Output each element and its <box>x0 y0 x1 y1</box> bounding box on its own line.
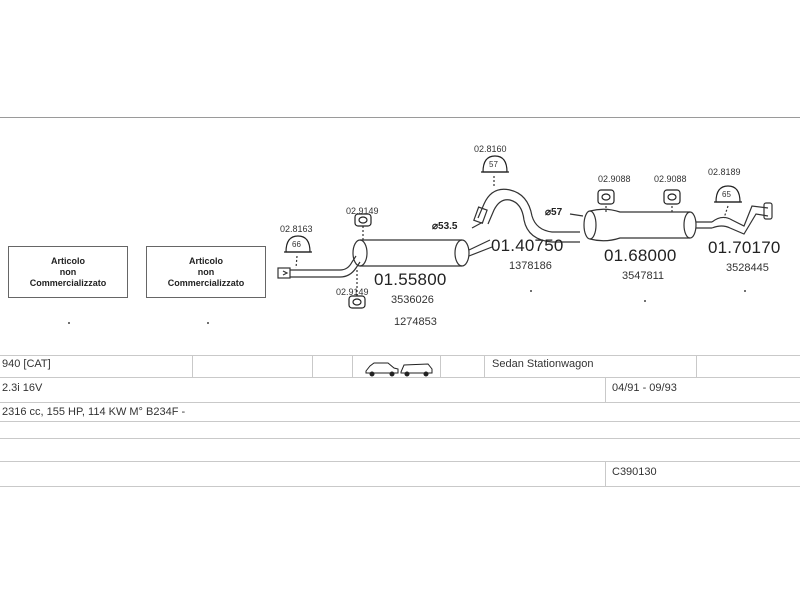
not-available-box-1: Articolo non Commercializzato <box>8 246 128 298</box>
clamp-code-02-9149-bottom[interactable]: 02.9149 <box>336 287 369 297</box>
hanger-icon-2 <box>348 295 366 309</box>
part-ref-1274853: 1274853 <box>394 316 437 328</box>
top-border <box>0 117 800 118</box>
table-divider <box>440 355 441 377</box>
sedan-icon <box>365 362 399 374</box>
part-ref-3547811: 3547811 <box>622 270 665 282</box>
muffler2-outlet <box>696 221 712 229</box>
part-ref-1378186: 1378186 <box>509 260 552 272</box>
clamp-icon-65 <box>714 185 742 203</box>
table-rule <box>0 355 800 356</box>
model-cell: 940 [CAT] <box>2 358 51 370</box>
hanger-icon-1 <box>354 213 372 227</box>
clamp-code-02-8163[interactable]: 02.8163 <box>280 224 313 234</box>
table-divider <box>484 355 485 377</box>
car-icons <box>365 362 433 377</box>
table-rule <box>0 402 800 403</box>
diameter-label-2: ⌀57 <box>545 207 563 218</box>
badge-66: 66 <box>292 240 301 249</box>
table-divider <box>605 377 606 402</box>
body-type-cell: Sedan Stationwagon <box>492 358 594 370</box>
table-rule <box>0 438 800 439</box>
diameter-label-1: ⌀53.5 <box>432 221 458 232</box>
period-cell: 04/91 - 09/93 <box>612 382 677 394</box>
part-ref-3528445: 3528445 <box>726 262 769 274</box>
engine-cell: 2.3i 16V <box>2 382 43 394</box>
badge-57: 57 <box>489 160 498 169</box>
tail-tip <box>763 202 773 220</box>
part-number-01-68000[interactable]: 01.68000 <box>604 246 677 265</box>
dot-marker <box>744 290 746 292</box>
muffler1-outlet <box>468 239 493 257</box>
wagon-icon <box>400 363 433 374</box>
mid-pipe-top <box>477 188 580 233</box>
dot-marker <box>644 300 646 302</box>
table-divider <box>192 355 193 377</box>
box-1-line3: Commercializzato <box>29 277 107 288</box>
muffler1-end <box>454 239 470 267</box>
spec-cell: 2316 cc, 155 HP, 114 KW M° B234F - <box>2 406 186 418</box>
box-2-line1: Articolo <box>188 255 223 266</box>
box-1-line2: non <box>59 266 77 277</box>
dot-marker <box>68 322 70 324</box>
code-cell: C390130 <box>612 466 657 478</box>
mid-pipe-bottom <box>487 199 580 243</box>
clamp-icon-57 <box>481 155 509 173</box>
table-rule <box>0 461 800 462</box>
clamp-code-02-9149-top[interactable]: 02.9149 <box>346 206 379 216</box>
box-1-line1: Articolo <box>50 255 85 266</box>
diam1-pointer <box>471 221 484 229</box>
dot-marker <box>207 322 209 324</box>
front-pipe-top <box>290 255 357 271</box>
muffler1-body <box>360 239 462 267</box>
table-divider <box>312 355 313 377</box>
part-number-01-40750[interactable]: 01.40750 <box>491 236 564 255</box>
tail-pipe <box>711 205 769 235</box>
hanger-icon-4 <box>663 189 681 205</box>
muffler2-end <box>583 210 597 240</box>
diam2-pointer <box>569 213 584 217</box>
part-number-01-55800[interactable]: 01.55800 <box>374 270 447 289</box>
table-rule <box>0 421 800 422</box>
clamp-code-02-9088-b[interactable]: 02.9088 <box>654 174 687 184</box>
dot-marker <box>530 290 532 292</box>
not-available-box-2: Articolo non Commercializzato <box>146 246 266 298</box>
muffler2-end <box>683 211 697 239</box>
front-flange-shape <box>277 267 291 279</box>
muffler2-body <box>589 208 690 242</box>
clamp-code-02-9088-a[interactable]: 02.9088 <box>598 174 631 184</box>
box-2-line2: non <box>197 266 215 277</box>
table-divider <box>605 461 606 486</box>
part-ref-3536026: 3536026 <box>391 294 434 306</box>
part-number-01-70170[interactable]: 01.70170 <box>708 238 781 257</box>
table-rule <box>0 377 800 378</box>
table-rule <box>0 486 800 487</box>
hanger-icon-3 <box>597 189 615 205</box>
box-2-line3: Commercializzato <box>167 277 245 288</box>
clamp-icon-66 <box>284 235 312 253</box>
mid-pipe-flange <box>473 206 488 225</box>
table-divider <box>352 355 353 377</box>
front-pipe-bottom <box>290 261 361 278</box>
badge-65: 65 <box>722 190 731 199</box>
table-divider <box>696 355 697 377</box>
clamp-code-02-8160[interactable]: 02.8160 <box>474 144 507 154</box>
clamp-code-02-8189[interactable]: 02.8189 <box>708 167 741 177</box>
